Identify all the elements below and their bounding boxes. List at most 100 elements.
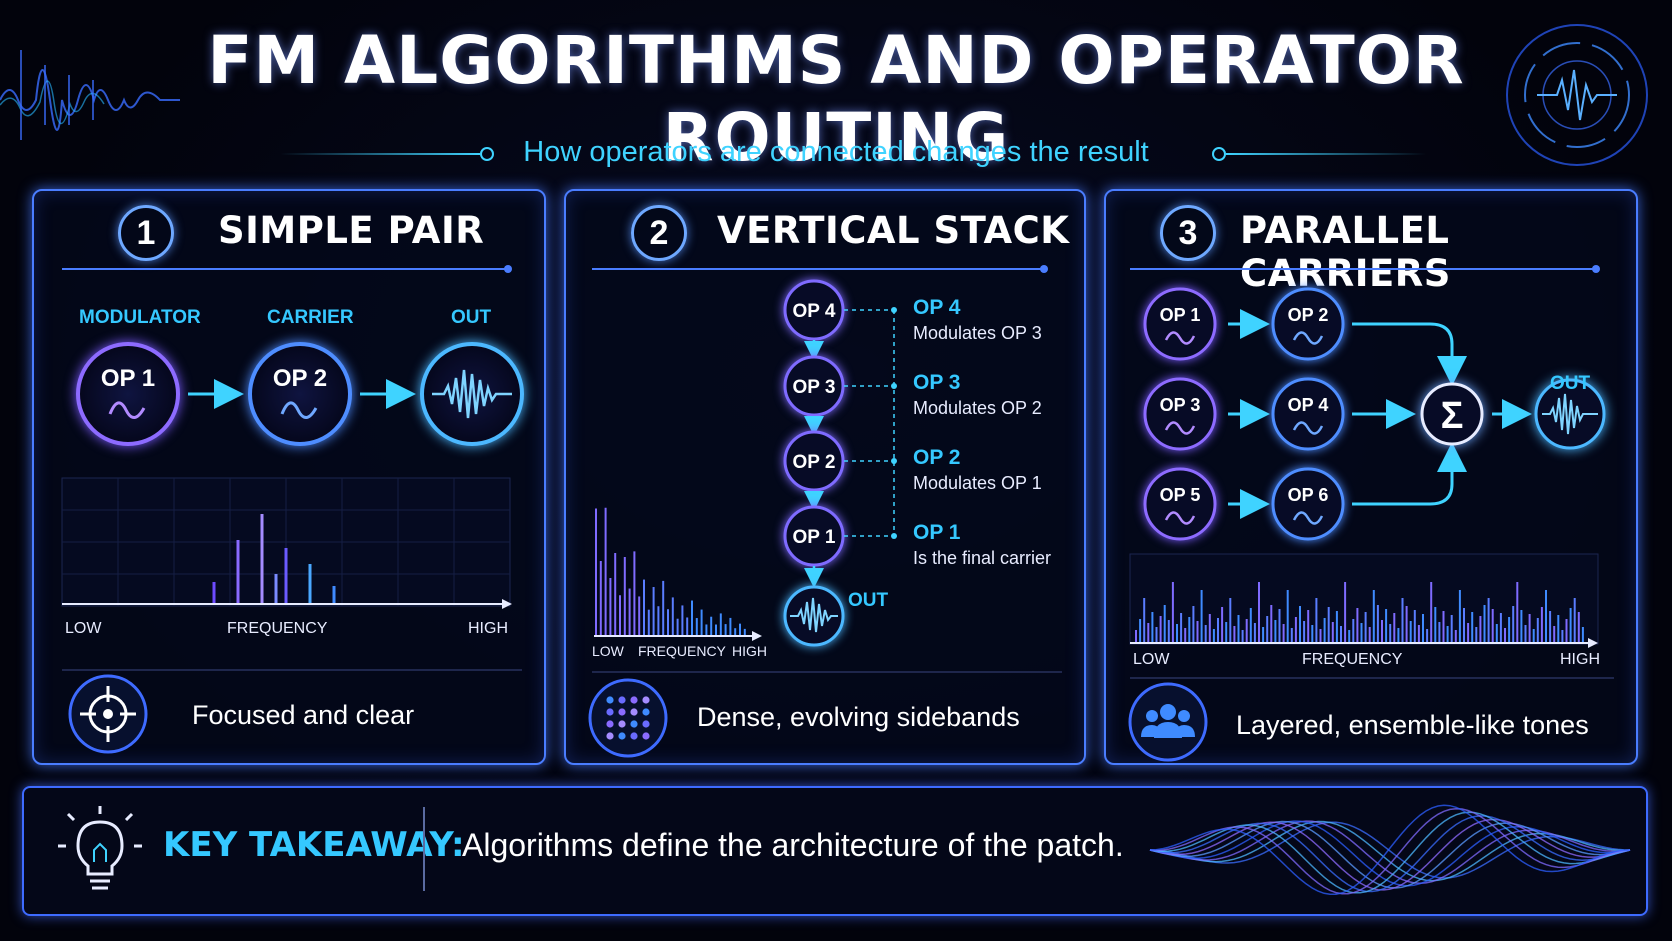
panel-3-caption: Layered, ensemble-like tones xyxy=(1236,710,1589,740)
stack-op-1-label: OP 1 xyxy=(793,527,836,548)
sine-icon xyxy=(1164,511,1196,525)
wave-line xyxy=(1149,811,1631,894)
dot xyxy=(642,720,650,728)
panel-1-title: SIMPLE PAIR xyxy=(218,209,485,252)
wave-line xyxy=(1149,820,1631,887)
wave-line xyxy=(1149,818,1631,891)
dot xyxy=(630,720,638,728)
stack-op-3-label: OP 3 xyxy=(793,377,836,398)
op-circle-modulator: OP 1 xyxy=(76,342,180,446)
panel-1-axis-high: HIGH xyxy=(468,620,508,637)
panel-2-caption-divider xyxy=(592,671,1062,673)
sine-icon xyxy=(108,401,146,419)
stack-out-label: OUT xyxy=(848,590,889,611)
subtitle-line-right xyxy=(1226,153,1426,155)
op-circle-carrier: OP 2 xyxy=(248,342,352,446)
sine-icon xyxy=(280,401,318,419)
radar-icon xyxy=(1506,24,1648,166)
panel-2-spectrum xyxy=(594,507,762,641)
panel-simple-pair xyxy=(32,189,546,765)
dot xyxy=(606,696,614,704)
waveform-icon xyxy=(790,597,838,633)
dot xyxy=(642,732,650,740)
panel-2-divider xyxy=(592,265,1048,273)
wave-line xyxy=(1149,820,1631,885)
stack-op-1: OP 1 xyxy=(783,505,845,567)
op-1-label: OP 1 xyxy=(101,365,155,392)
panel-1-spectrum xyxy=(61,477,512,609)
subtitle-dot-right xyxy=(1212,147,1226,161)
parallel-op-5: OP 5 xyxy=(1143,467,1217,541)
stack-op-4-label: OP 4 xyxy=(793,301,836,322)
takeaway-separator xyxy=(423,807,425,891)
panel-2-axis-high: HIGH xyxy=(732,643,767,659)
panel-3-number: 3 xyxy=(1160,205,1216,261)
takeaway-label: KEY TAKEAWAY: xyxy=(163,825,465,865)
desc-op-2-head: OP 2 xyxy=(913,446,961,469)
sine-icon xyxy=(1292,331,1324,345)
sine-icon xyxy=(1292,421,1324,435)
wave-line xyxy=(1149,807,1631,895)
sine-icon xyxy=(1292,511,1324,525)
panel-3-title: PARALLEL CARRIERS xyxy=(1240,209,1451,295)
page-subtitle: How operators are connected changes the … xyxy=(523,136,1149,168)
panel-1-routing: OP 1 OP 2 xyxy=(76,342,524,446)
wave-line xyxy=(1149,820,1631,889)
panel-2-stack: OP 4 OP 3 OP 2 OP 1 xyxy=(783,279,897,647)
stack-out-circle xyxy=(783,585,845,647)
parallel-op-2: OP 2 xyxy=(1271,287,1345,361)
panel-2-caption: Dense, evolving sidebands xyxy=(697,702,1020,732)
dot xyxy=(642,708,650,716)
dot xyxy=(630,708,638,716)
dot xyxy=(618,708,626,716)
dot xyxy=(618,696,626,704)
parallel-out-circle xyxy=(1534,378,1606,450)
parallel-op-label: OP 4 xyxy=(1288,395,1329,415)
summing-icon: Σ xyxy=(1420,382,1484,446)
desc-op-1-body: Is the final carrier xyxy=(913,548,1052,568)
arrow-op2-sum xyxy=(1352,322,1467,386)
out-circle xyxy=(420,342,524,446)
panel-1-axis-mid: FREQUENCY xyxy=(227,620,328,637)
panel-3-spectrum xyxy=(1129,553,1599,648)
arrow-op6-sum xyxy=(1352,442,1467,506)
parallel-op-label: OP 1 xyxy=(1160,305,1201,325)
subtitle-dot-left xyxy=(480,147,494,161)
dot xyxy=(630,696,638,704)
dot xyxy=(630,732,638,740)
parallel-op-label: OP 2 xyxy=(1288,305,1329,325)
dot xyxy=(606,732,614,740)
panel-2-title: VERTICAL STACK xyxy=(717,209,1070,252)
waveform-icon xyxy=(432,369,512,419)
wave-line xyxy=(1149,821,1631,879)
wave-line xyxy=(1149,815,1631,893)
panel-2-number: 2 xyxy=(631,205,687,261)
out-label: OUT xyxy=(451,307,492,328)
dot xyxy=(642,696,650,704)
subtitle-line-left xyxy=(280,153,480,155)
desc-op-3-head: OP 3 xyxy=(913,371,961,394)
desc-op-4-body: Modulates OP 3 xyxy=(913,323,1042,343)
parallel-op-4: OP 4 xyxy=(1271,377,1345,451)
takeaway-wave-decoration xyxy=(1149,804,1631,896)
sum-symbol: Σ xyxy=(1441,395,1464,437)
op-2-label: OP 2 xyxy=(273,365,327,392)
parallel-op-label: OP 6 xyxy=(1288,485,1329,505)
panel-1-axis-low: LOW xyxy=(65,620,102,637)
page-title: FM ALGORITHMS AND OPERATOR ROUTING xyxy=(207,22,1465,176)
parallel-op-label: OP 5 xyxy=(1160,485,1201,505)
desc-op-4-head: OP 4 xyxy=(913,296,961,319)
people-icon xyxy=(1128,682,1208,762)
parallel-op-1: OP 1 xyxy=(1143,287,1217,361)
waveform-icon xyxy=(1542,393,1598,435)
panel-3-caption-divider xyxy=(1130,677,1614,679)
stack-op-2-label: OP 2 xyxy=(793,452,836,473)
panel-2-axis-mid: FREQUENCY xyxy=(638,643,726,659)
parallel-out-label: OUT xyxy=(1550,373,1591,394)
panel-1-caption-divider xyxy=(62,669,522,671)
takeaway-text: Algorithms define the architecture of th… xyxy=(462,827,1124,863)
dot xyxy=(618,720,626,728)
panel-3-axis-mid: FREQUENCY xyxy=(1302,651,1403,668)
stack-op-2: OP 2 xyxy=(783,430,845,492)
